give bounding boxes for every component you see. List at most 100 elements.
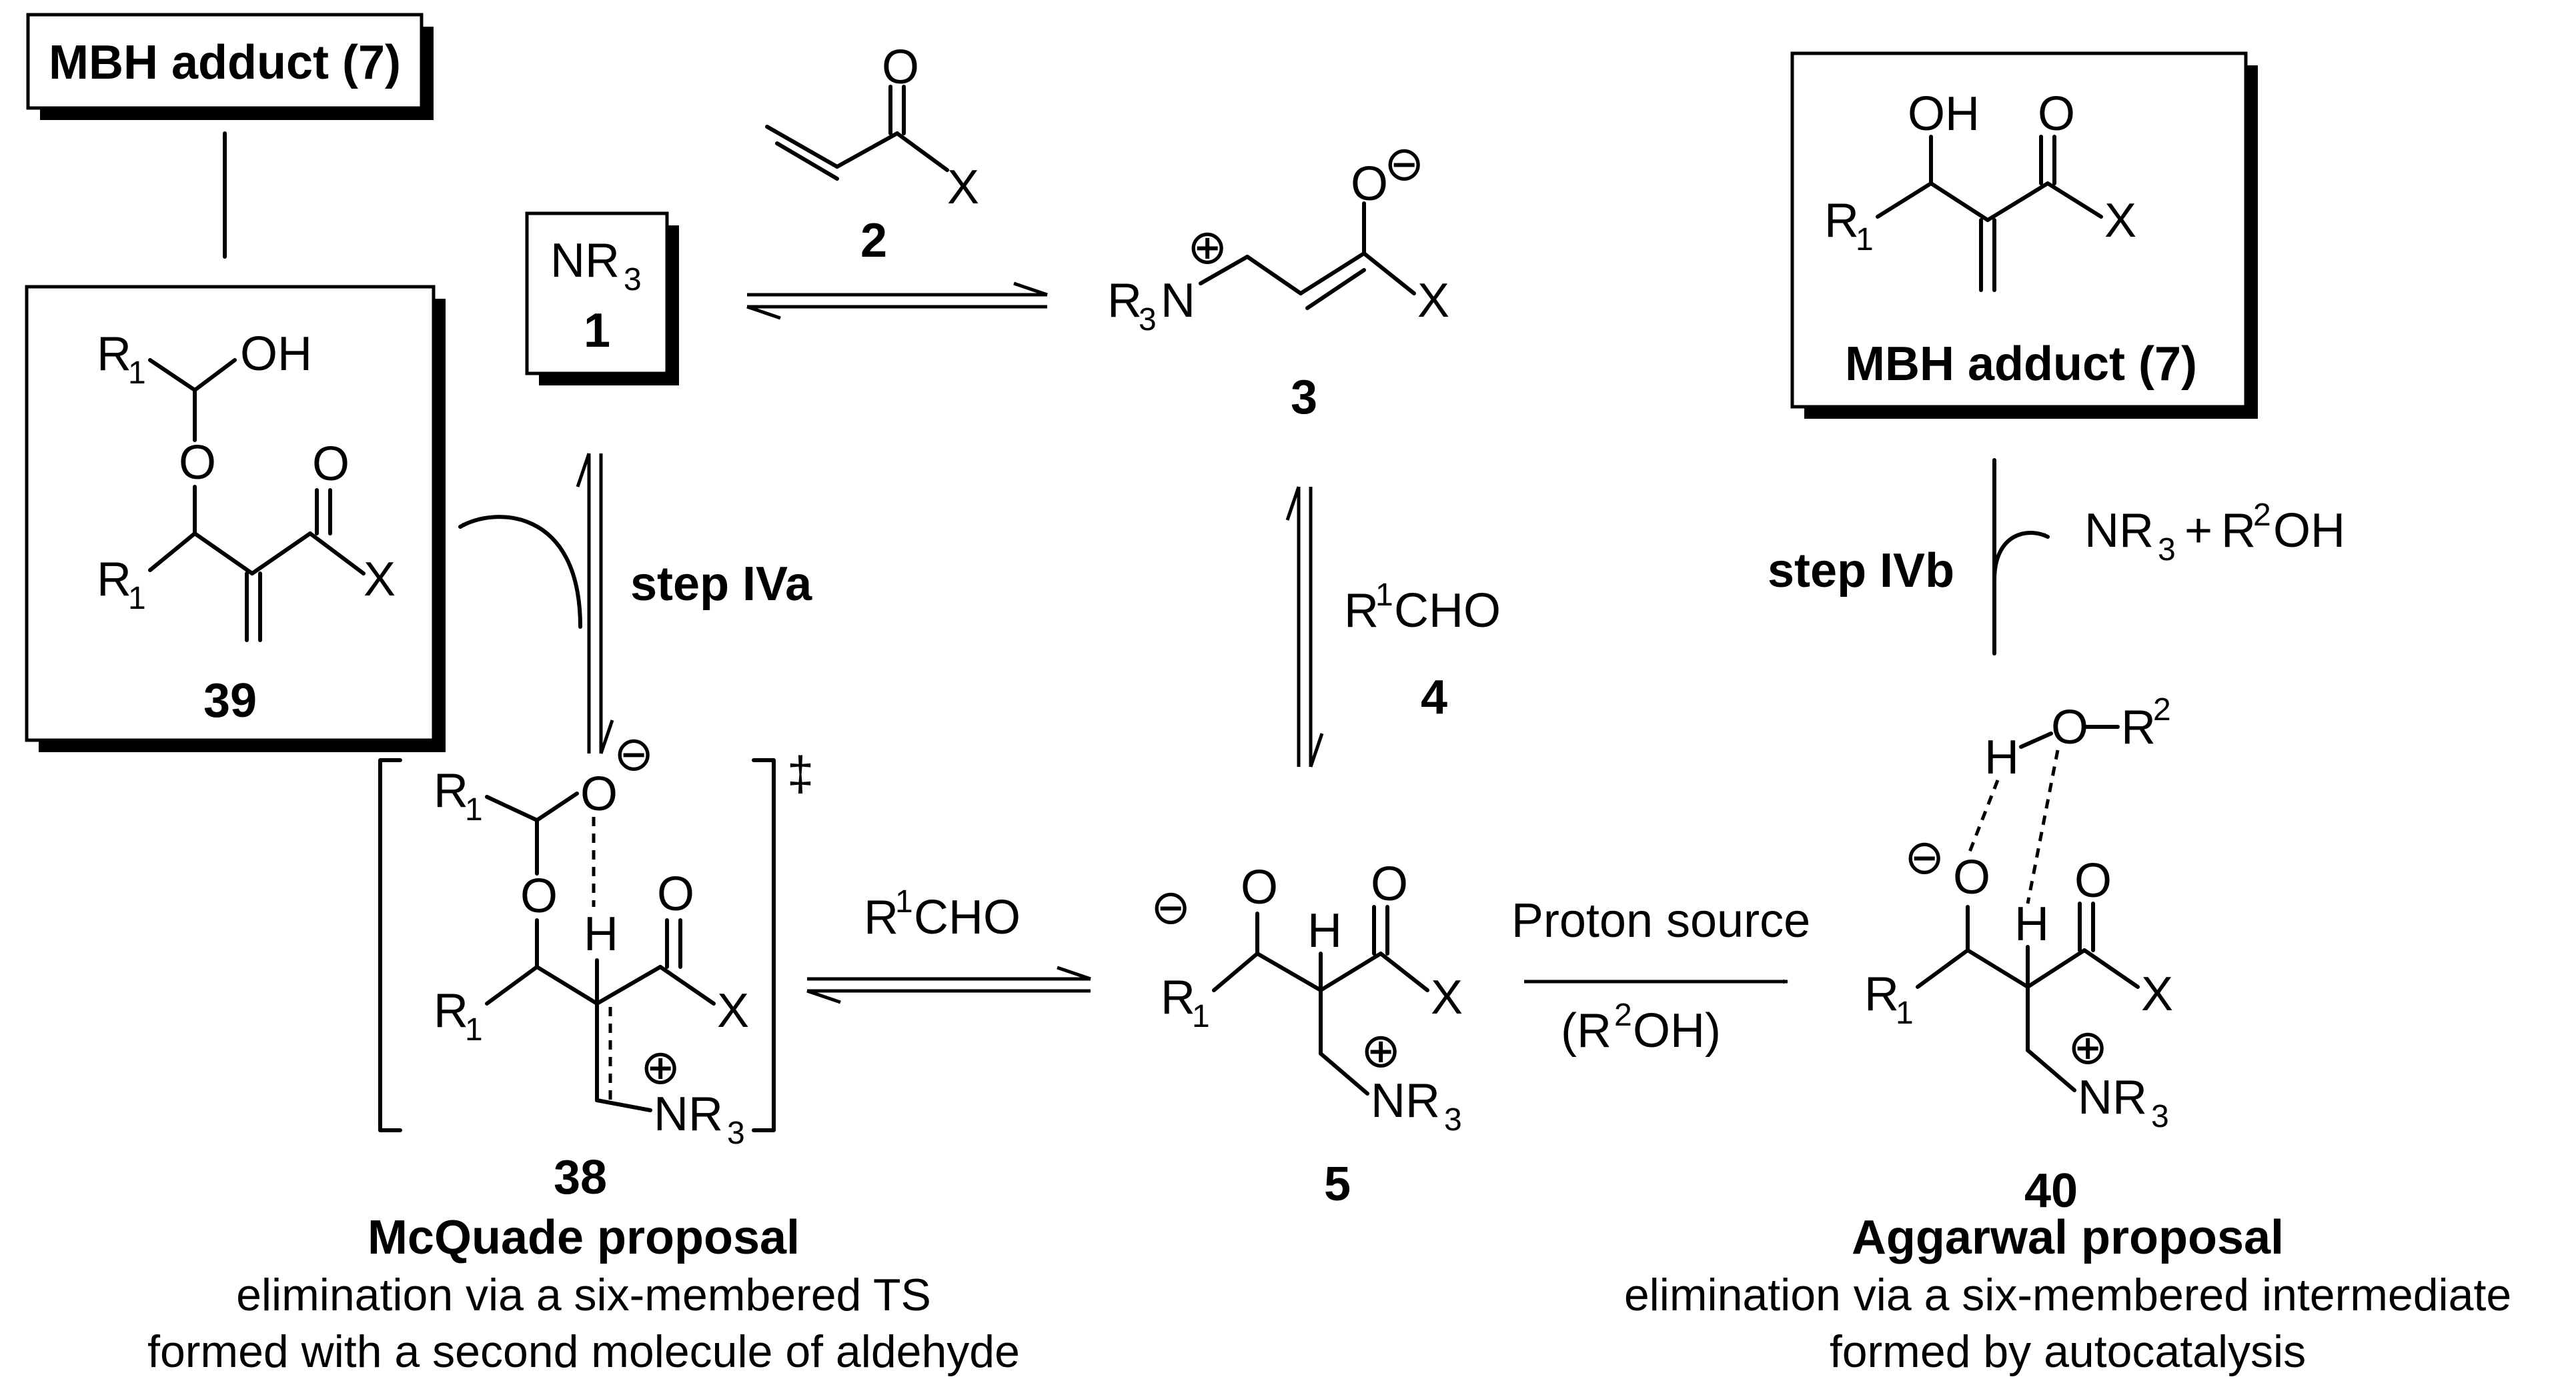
- svg-text:O: O: [1241, 861, 1278, 914]
- svg-text:1: 1: [1856, 222, 1874, 257]
- mcquade-line1: elimination via a six-membered TS: [236, 1270, 931, 1320]
- svg-text:NR: NR: [1371, 1074, 1440, 1128]
- proton-source-label: Proton source: [1511, 894, 1810, 948]
- svg-text:2: 2: [1614, 998, 1632, 1033]
- svg-text:R: R: [1864, 968, 1899, 1021]
- svg-text:⊕: ⊕: [640, 1041, 680, 1094]
- svg-text:X: X: [1417, 274, 1449, 327]
- svg-text:X: X: [1431, 971, 1463, 1024]
- svg-text:3: 3: [624, 262, 642, 297]
- svg-text:⊖: ⊖: [1904, 831, 1944, 884]
- intermediate-40: O R 2 H ⊖ O H O R 1 X ⊕ NR 3 40: [1864, 692, 2173, 1218]
- svg-text:CHO: CHO: [1394, 584, 1501, 637]
- svg-text:O: O: [1371, 858, 1408, 911]
- svg-text:1: 1: [465, 1012, 483, 1048]
- svg-text:O: O: [2051, 701, 2088, 754]
- svg-text:O: O: [1953, 851, 1990, 904]
- svg-text:H: H: [1307, 904, 1342, 958]
- svg-text:R: R: [2121, 701, 2156, 754]
- svg-text:O: O: [580, 768, 618, 821]
- mbh-adduct-label-top-left: MBH adduct (7): [49, 36, 401, 89]
- byproduct-label: NR 3 + R 2 OH: [2084, 497, 2345, 567]
- svg-text:NR: NR: [2078, 1071, 2147, 1124]
- compound-5-number: 5: [1324, 1158, 1351, 1211]
- aggarwal-line2: formed by autocatalysis: [1830, 1326, 2306, 1377]
- mbh-adduct-box-top-right: OH O R 1 X MBH adduct (7): [1790, 51, 2258, 419]
- svg-text:X: X: [2104, 194, 2136, 247]
- svg-text:OH: OH: [2273, 504, 2345, 557]
- svg-text:X: X: [2141, 968, 2173, 1021]
- svg-text:NR: NR: [654, 1088, 723, 1141]
- svg-text:2: 2: [2153, 692, 2171, 728]
- intermediate-5: ⊖ O H O R 1 X ⊕ NR 3 5: [1151, 858, 1463, 1211]
- equilibrium-arrow-1-3: [746, 281, 1048, 320]
- aggarwal-title: Aggarwal proposal: [1852, 1211, 2284, 1264]
- svg-text:R: R: [97, 327, 131, 381]
- compound-3-zwitterion: ⊕ R 3 N O ⊖ X 3: [1107, 137, 1449, 424]
- svg-text:O: O: [2074, 854, 2112, 908]
- svg-text:O: O: [179, 436, 216, 489]
- svg-text:1: 1: [128, 355, 146, 391]
- compound-2-acrylate: O X 2: [765, 41, 979, 267]
- svg-text:1: 1: [465, 792, 483, 828]
- svg-text:1: 1: [1192, 999, 1210, 1034]
- equilibrium-arrow-38-5: [806, 966, 1091, 1004]
- svg-text:H: H: [1984, 731, 2019, 784]
- equilibrium-arrow-3-5: [1285, 486, 1324, 768]
- svg-text:3: 3: [2151, 1099, 2169, 1134]
- svg-text:2: 2: [2253, 497, 2271, 533]
- svg-text:CHO: CHO: [914, 891, 1021, 944]
- svg-text:3: 3: [727, 1116, 745, 1151]
- svg-text:H: H: [2014, 898, 2049, 951]
- step-iva-label: step IVa: [630, 557, 812, 611]
- compound-2-number: 2: [860, 214, 887, 267]
- compound-39-box: R 1 OH O R 1 O X 39: [25, 285, 446, 752]
- svg-text:R: R: [434, 764, 468, 818]
- svg-text:X: X: [717, 984, 749, 1038]
- svg-text:⊖: ⊖: [1151, 881, 1191, 934]
- svg-text:R: R: [1824, 194, 1859, 247]
- svg-text:OH): OH): [1633, 1004, 1721, 1058]
- aggarwal-caption: Aggarwal proposal elimination via a six-…: [1624, 1211, 2511, 1377]
- compound-3-number: 3: [1291, 371, 1317, 424]
- svg-text:X: X: [364, 553, 396, 606]
- svg-text:O: O: [520, 870, 558, 923]
- svg-text:⊕: ⊕: [1361, 1024, 1401, 1078]
- proton-source-sub-label: (R 2 OH): [1561, 998, 1721, 1058]
- svg-text:1: 1: [895, 884, 913, 920]
- svg-text:R: R: [97, 553, 131, 606]
- curved-arrow-to-39: [458, 515, 582, 629]
- svg-text:(R: (R: [1561, 1004, 1612, 1058]
- reagent-r1cho-right: R 1 CHO: [1344, 577, 1501, 637]
- svg-text:⊕: ⊕: [1187, 221, 1227, 274]
- svg-text:O: O: [882, 41, 919, 94]
- mcquade-caption: McQuade proposal elimination via a six-m…: [147, 1211, 1020, 1377]
- mbh-adduct-box-top-left: MBH adduct (7): [26, 13, 434, 120]
- svg-text:NR: NR: [2084, 504, 2154, 557]
- svg-text:⊖: ⊖: [614, 728, 654, 781]
- mbh-adduct-label-top-right: MBH adduct (7): [1845, 337, 2197, 391]
- svg-text:1: 1: [1375, 577, 1393, 613]
- curved-arrow-release-catalyst: [1992, 531, 2050, 582]
- mcquade-line2: formed with a second molecule of aldehyd…: [147, 1326, 1020, 1377]
- compound-4-number: 4: [1421, 671, 1447, 724]
- mcquade-title: McQuade proposal: [368, 1211, 800, 1264]
- svg-text:3: 3: [1444, 1102, 1462, 1138]
- compound-40-number: 40: [2024, 1164, 2078, 1218]
- step-ivb-label: step IVb: [1768, 544, 1954, 597]
- compound-1-box: NR 3 1: [525, 211, 679, 385]
- svg-text:1: 1: [128, 581, 146, 616]
- compound-1-number: 1: [584, 304, 610, 357]
- svg-text:R: R: [1107, 274, 1142, 327]
- svg-text:O: O: [1351, 157, 1388, 211]
- svg-text:O: O: [657, 868, 694, 921]
- transition-state-38: ‡ R 1 O ⊖ O H O R 1 X ⊕ NR 3 38: [378, 728, 814, 1204]
- svg-text:H: H: [584, 908, 618, 961]
- svg-text:O: O: [312, 437, 350, 491]
- svg-text:1: 1: [1896, 996, 1914, 1031]
- svg-text:+: +: [2184, 504, 2212, 557]
- svg-text:R: R: [2221, 504, 2256, 557]
- svg-text:3: 3: [2158, 532, 2176, 567]
- svg-text:X: X: [947, 161, 979, 214]
